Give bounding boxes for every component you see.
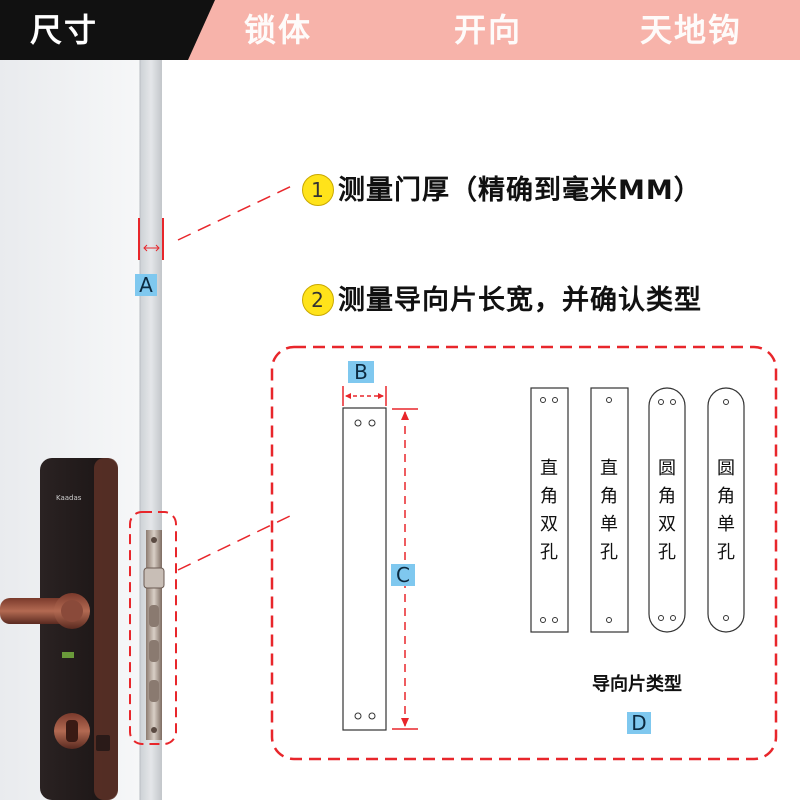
guide-type-square-single <box>590 387 629 633</box>
guide-type-char: 孔 <box>658 542 676 563</box>
guide-type-char: 单 <box>600 514 618 535</box>
guide-type-char: 直 <box>600 458 618 479</box>
guide-types-caption: 导向片类型 <box>592 674 682 695</box>
guide-type-label: 圆角双孔 <box>654 455 680 567</box>
active-tab-shape <box>0 0 215 60</box>
guide-type-rounded-double <box>648 387 686 633</box>
faceplate-highlight <box>129 511 177 745</box>
guide-type-char: 孔 <box>717 542 735 563</box>
illustration-stage: Kaadas <box>0 60 800 800</box>
dimension-label-b: B <box>348 361 374 383</box>
guide-type-rounded-single <box>707 387 745 633</box>
guide-type-char: 角 <box>600 486 618 507</box>
tab-flush-bolt[interactable]: 天地钩 <box>640 11 743 49</box>
tab-size-label: 尺寸 <box>30 11 99 49</box>
guide-type-char: 直 <box>540 458 558 479</box>
guide-type-char: 圆 <box>658 458 676 479</box>
guide-type-label: 圆角单孔 <box>713 455 739 567</box>
guide-type-char: 孔 <box>540 542 558 563</box>
step-2-text: 测量导向片长宽，并确认类型 <box>338 285 702 316</box>
dimension-label-a: A <box>135 274 157 296</box>
guide-type-char: 双 <box>658 514 676 535</box>
lock-faceplate <box>146 530 162 740</box>
dimension-label-c: C <box>391 564 415 586</box>
step-1-badge: 1 <box>302 174 334 206</box>
guide-plate-drawing <box>342 407 387 731</box>
guide-plate-area <box>270 345 778 761</box>
tab-lock-body[interactable]: 锁体 <box>244 11 313 49</box>
step-2-badge: 2 <box>302 284 334 316</box>
guide-type-char: 圆 <box>717 458 735 479</box>
guide-type-char: 孔 <box>600 542 618 563</box>
guide-type-label: 直角双孔 <box>536 455 562 567</box>
guide-type-char: 双 <box>540 514 558 535</box>
guide-type-square-double <box>530 387 569 633</box>
tab-bar: 尺寸 锁体 开向 天地钩 <box>0 0 800 60</box>
guide-type-char: 角 <box>717 486 735 507</box>
step-1-text: 测量门厚（精确到毫米MM） <box>338 175 702 206</box>
guide-type-char: 单 <box>717 514 735 535</box>
guide-type-label: 直角单孔 <box>596 455 622 567</box>
lock-brand-text: Kaadas <box>56 494 82 502</box>
tab-size[interactable]: 尺寸 <box>0 0 215 60</box>
guide-type-char: 角 <box>658 486 676 507</box>
tab-open-direction[interactable]: 开向 <box>454 11 523 49</box>
guide-type-char: 角 <box>540 486 558 507</box>
dimension-label-d: D <box>627 712 651 734</box>
door-lock-illustration: Kaadas <box>0 60 778 800</box>
